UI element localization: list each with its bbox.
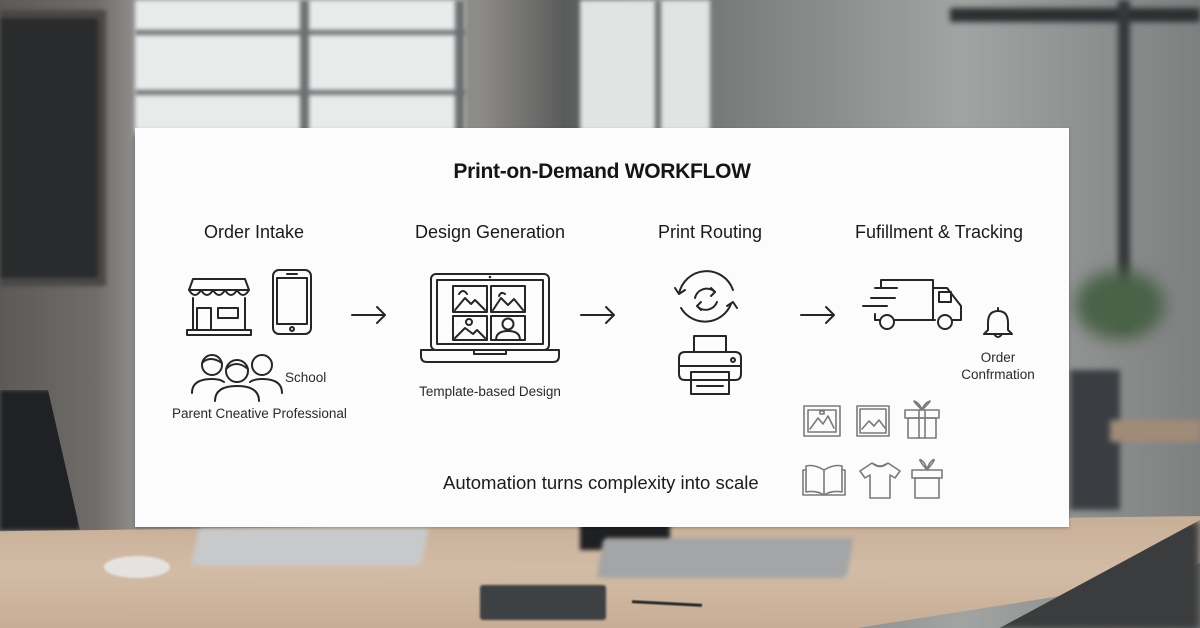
bell-icon	[981, 306, 1015, 342]
framed-photo-icon	[802, 404, 842, 438]
stage-title-print-routing: Print Routing	[657, 222, 763, 242]
arrow-right-icon	[800, 305, 836, 325]
window-mullion	[135, 90, 465, 95]
side-desk	[1110, 420, 1200, 442]
design-caption: Template-based Design	[419, 384, 561, 399]
stage-title-fulfillment-tracking: Fufillment & Tracking	[854, 222, 1024, 242]
gift-box-icon	[903, 400, 941, 440]
order-confirmation-line1: Order	[980, 350, 1016, 365]
stage-title-order-intake: Order Intake	[203, 222, 305, 242]
storefront-icon	[185, 276, 253, 336]
diagram-title: Print-on-Demand WORKFLOW	[453, 160, 751, 183]
ceiling-beam	[950, 8, 1200, 22]
plant	[1075, 270, 1165, 340]
laptop	[596, 538, 854, 578]
people-group-icon	[190, 351, 285, 402]
photo-book-icon	[802, 462, 846, 498]
wall-picture-frame	[0, 10, 106, 286]
smartphone-icon	[271, 268, 313, 336]
audience-label: Parent Cneative Professional	[172, 406, 347, 421]
gift-box-small-icon	[910, 458, 944, 500]
laptop	[190, 528, 430, 566]
window	[580, 0, 710, 135]
photo-print-icon	[855, 404, 891, 438]
window-mullion	[455, 0, 465, 135]
delivery-truck-icon	[861, 276, 967, 334]
printer-icon	[677, 334, 743, 396]
laptop-gallery-icon	[419, 270, 561, 366]
school-label: School	[285, 370, 327, 385]
window-mullion	[135, 30, 465, 35]
pillar	[1118, 0, 1130, 330]
window-mullion	[655, 0, 661, 135]
workflow-diagram-panel: Print-on-Demand WORKFLOW Order Intake De…	[135, 128, 1069, 527]
stage-title-design-generation: Design Generation	[414, 222, 566, 242]
t-shirt-icon	[858, 460, 902, 500]
arrow-right-icon	[351, 305, 387, 325]
order-confirmation-line2: Confrmation	[961, 367, 1035, 382]
sync-cycle-icon	[671, 268, 741, 330]
notebook	[480, 585, 606, 620]
window-mullion	[300, 0, 309, 135]
diagram-tagline: Automation turns complexity into scale	[443, 472, 759, 493]
arrow-right-icon	[580, 305, 616, 325]
computer-mouse	[104, 556, 170, 578]
